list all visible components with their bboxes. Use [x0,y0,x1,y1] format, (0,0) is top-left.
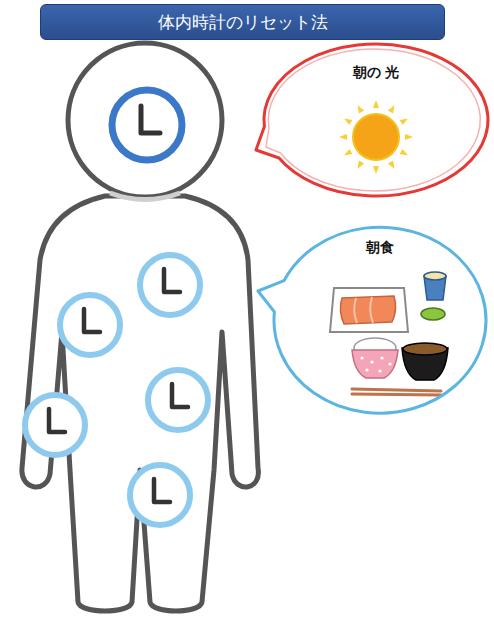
clock-face [140,255,200,315]
bubble-label: 朝の 光 [262,64,490,82]
clock-face [130,465,190,525]
head-clock [112,90,182,160]
bubble-label: 朝食 [272,239,488,257]
sun-ray [400,116,410,125]
bowl-dot [370,360,373,363]
cup-top [424,272,446,280]
person-figure [22,43,259,611]
bowl-dot [378,369,381,372]
bowl-dots [360,356,391,372]
clock-hands [164,269,180,292]
sun-ray [388,103,397,113]
bowl-dot [360,356,363,359]
body-clock [140,255,200,315]
sun-icon [339,100,413,174]
sun-rays [339,100,413,174]
side-dish [421,308,445,320]
head-outline [68,43,222,197]
body-outline [22,196,259,611]
bowl-dot [388,362,391,365]
clock-hands [141,106,160,133]
clock-face [60,295,120,355]
body-clocks [25,255,208,525]
salmon-stripe [354,297,373,323]
chopsticks [352,389,441,395]
clock-hands [49,409,65,432]
clock-face [112,90,182,160]
bubble-text-holder: 朝の 光 [262,64,490,82]
bubble-border [258,227,486,413]
tray [330,288,408,332]
sun-disc [353,114,399,160]
clock-hands [172,384,188,407]
speech-bubble: 朝の 光 [262,42,490,198]
body-clock [25,395,85,455]
sun-ray [342,116,352,125]
clock-hands [154,479,170,502]
bubble-text-holder: 朝食 [272,239,488,257]
title-text: 体内時計のリセット法 [158,11,328,34]
breakfast-illustration [330,272,448,395]
clock-face [25,395,85,455]
clock-hands [84,309,100,332]
sun-ray [342,149,352,158]
sun-ray [373,166,379,174]
salmon [340,296,395,324]
neck-shade [110,193,180,200]
clock-face [148,370,208,430]
body-clock [60,295,120,355]
speech-bubble: 朝食 [272,225,488,415]
title-bar: 体内時計のリセット法 [40,4,445,40]
sun-ray [400,149,410,158]
sun-ray [355,103,364,113]
sun-ray [405,134,413,140]
rice-bowl [352,350,398,378]
body-clock [148,370,208,430]
sun-ray [373,100,379,108]
bowl-dot [365,368,368,371]
miso-soup [403,343,447,355]
bowl-dot [380,356,383,359]
sun-ray [355,161,364,171]
body-clock [130,465,190,525]
sun-ray [339,134,347,140]
sun-ray [388,161,397,171]
